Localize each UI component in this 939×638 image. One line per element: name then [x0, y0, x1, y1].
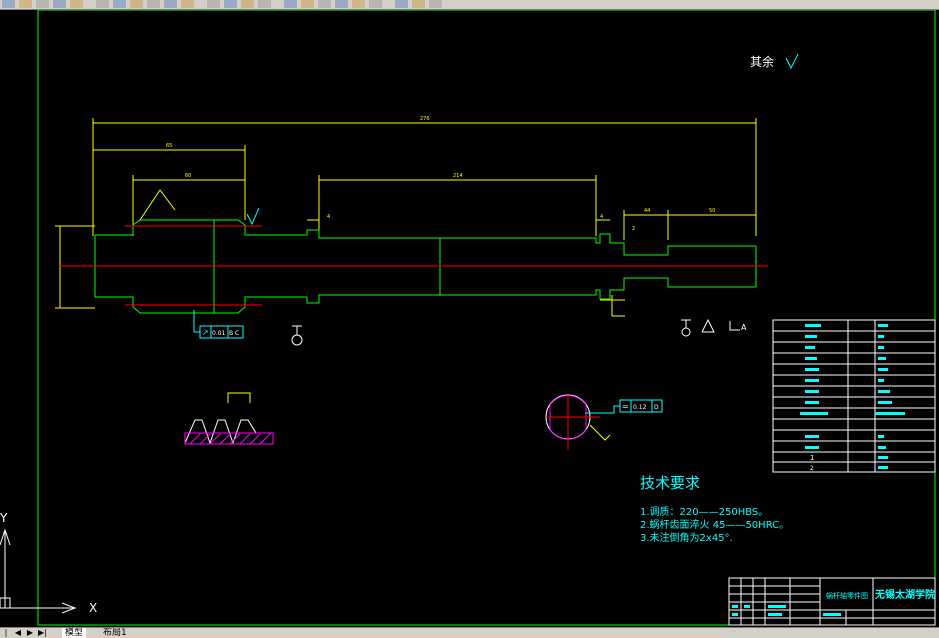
zoom-previous-icon[interactable]: [258, 0, 271, 8]
parameter-table-cells: [800, 324, 905, 469]
svg-text:44: 44: [644, 208, 650, 214]
undo-icon[interactable]: [164, 0, 177, 8]
drawing-border: [37, 10, 936, 626]
datum-b-icon: [291, 325, 303, 346]
ucs-icon: [0, 528, 77, 614]
tab-last-icon[interactable]: ▶|: [38, 628, 47, 637]
layout-tab-bar: |◀ ◀ ▶ ▶| 模型 布局1: [0, 627, 939, 638]
help-icon[interactable]: [395, 0, 408, 8]
tech-req-title: 技术要求: [640, 474, 700, 492]
school-name: 无锡太湖学院: [874, 588, 935, 601]
overall-dimensions: [55, 118, 757, 317]
tab-prev-icon[interactable]: ◀: [14, 628, 22, 637]
new-icon[interactable]: [2, 0, 15, 8]
svg-text:50: 50: [709, 208, 715, 214]
tab-model[interactable]: 模型: [62, 628, 87, 638]
svg-text:D: D: [654, 404, 659, 411]
runout-tolerance-frame: ↗ 0.01 B C: [193, 310, 244, 339]
datum-a-icon: [681, 318, 740, 337]
redo-icon[interactable]: [181, 0, 194, 8]
open-icon[interactable]: [19, 0, 32, 8]
svg-text:214: 214: [453, 173, 463, 179]
tab-layout1[interactable]: 布局1: [103, 628, 127, 638]
parameter-row-2: 2: [810, 465, 814, 472]
tooth-profile-detail: [184, 392, 274, 445]
markup-icon[interactable]: [352, 0, 365, 8]
svg-text:4: 4: [327, 214, 330, 220]
tech-req-item: 2.蜗杆齿面淬火 45——50HRC。: [640, 518, 789, 531]
drawing-name: 蜗杆轴零件图: [826, 591, 868, 600]
preview-icon[interactable]: [70, 0, 83, 8]
match-icon[interactable]: [147, 0, 160, 8]
ucs-y-label: Y: [0, 511, 8, 525]
copy-icon[interactable]: [113, 0, 126, 8]
design-center-icon[interactable]: [301, 0, 314, 8]
parameter-row-1: 1: [810, 454, 814, 462]
title-block-cells: [732, 605, 841, 616]
drawing-canvas[interactable]: 其余 276 65 60 214 44 50 4 4 2: [0, 10, 939, 627]
pan-icon[interactable]: [207, 0, 220, 8]
roughness-symbol-icon: [785, 53, 799, 70]
svg-text:276: 276: [420, 116, 430, 122]
sheet-set-icon[interactable]: [335, 0, 348, 8]
shaft-roughness-icon: [246, 207, 260, 226]
svg-text:0.12: 0.12: [633, 404, 647, 411]
dimension-texts: 276 65 60 214 44 50 4 4 2: [166, 116, 715, 232]
cut-icon[interactable]: [96, 0, 109, 8]
layer-icon[interactable]: [412, 0, 425, 8]
properties-icon[interactable]: [284, 0, 297, 8]
svg-text:B C: B C: [229, 330, 239, 337]
tab-first-icon[interactable]: |◀: [3, 628, 9, 638]
tab-next-icon[interactable]: ▶: [26, 628, 34, 637]
tech-req-item: 1.调质：220——250HBS。: [640, 506, 768, 518]
svg-text:2: 2: [632, 226, 635, 232]
svg-text:=: =: [622, 402, 629, 411]
calc-icon[interactable]: [369, 0, 382, 8]
svg-text:↗: ↗: [202, 328, 209, 337]
print-icon[interactable]: [53, 0, 66, 8]
surface-finish-note: 其余: [750, 54, 774, 69]
title-block: [728, 577, 936, 626]
layer-state-icon[interactable]: [429, 0, 442, 8]
chamfer-leader: [139, 189, 176, 221]
tool-palette-icon[interactable]: [318, 0, 331, 8]
worm-parameter-table: [772, 319, 936, 473]
standard-toolbar: [0, 0, 939, 10]
zoom-realtime-icon[interactable]: [224, 0, 237, 8]
svg-text:65: 65: [166, 143, 172, 149]
ucs-x-label: X: [89, 601, 97, 615]
keyway-section: = 0.12 D: [545, 394, 663, 450]
svg-text:4: 4: [600, 214, 603, 220]
svg-text:60: 60: [185, 173, 191, 179]
datum-a-label: A: [741, 323, 747, 332]
paste-icon[interactable]: [130, 0, 143, 8]
zoom-window-icon[interactable]: [241, 0, 254, 8]
save-icon[interactable]: [36, 0, 49, 8]
tech-req-item: 3.未注倒角为2x45°.: [640, 531, 733, 544]
svg-text:0.01: 0.01: [212, 330, 226, 337]
